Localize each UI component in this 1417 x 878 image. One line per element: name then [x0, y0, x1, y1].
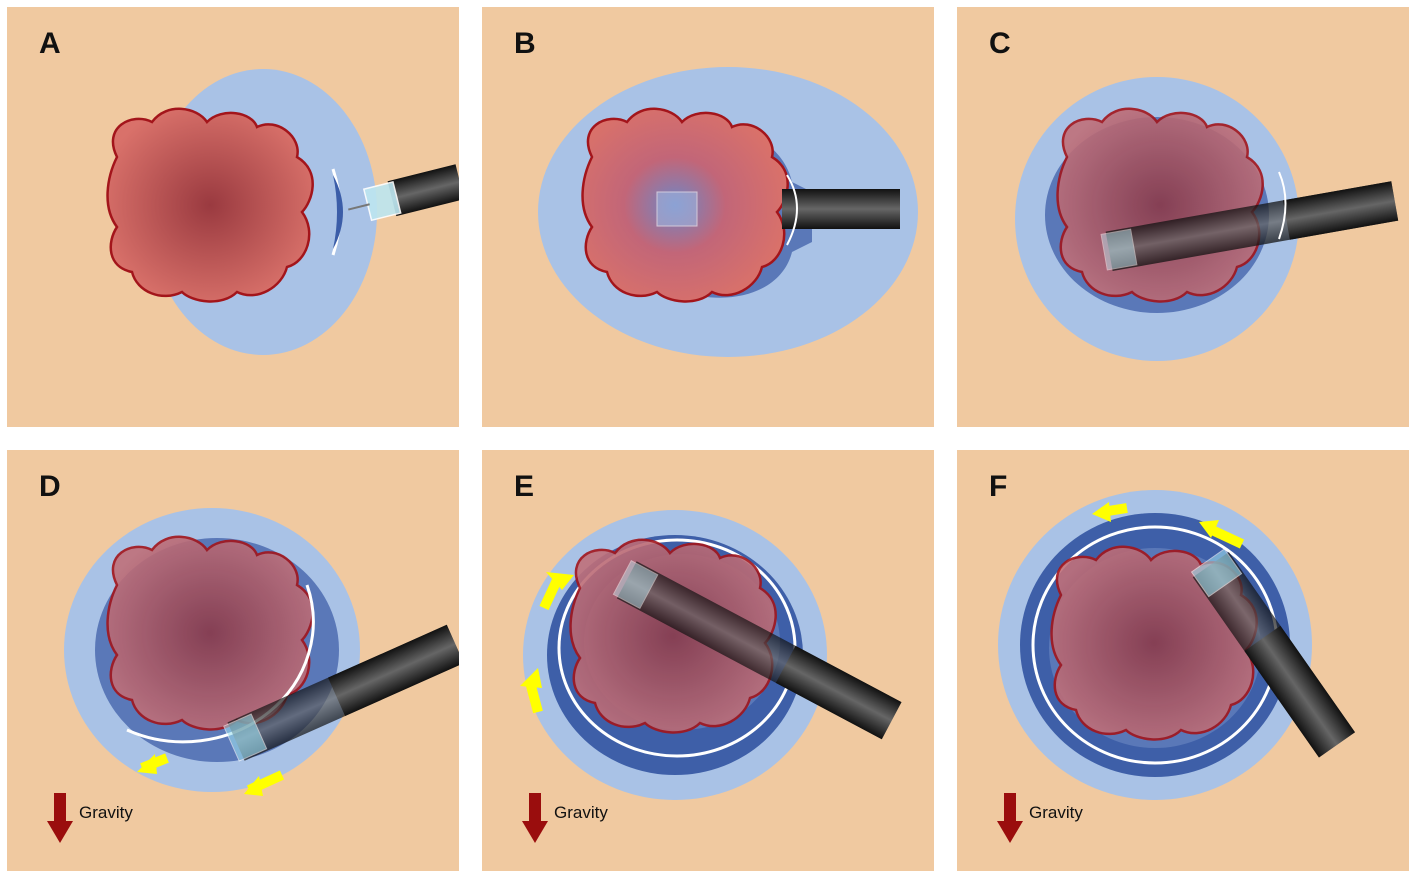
panel-c-illustration [1015, 77, 1399, 361]
gravity-indicator: Gravity [995, 793, 1155, 845]
gravity-arrow-icon [522, 793, 548, 843]
yellow-arrow [1209, 525, 1245, 549]
panel-b-illustration [538, 67, 918, 357]
endoscope [223, 624, 459, 762]
endoscope [348, 164, 459, 222]
panel-e-illustration [520, 510, 902, 800]
hood-rim [1278, 171, 1287, 240]
yellow-arrow [539, 575, 563, 611]
panel-label: B [514, 27, 536, 60]
panel-a: A [7, 7, 459, 427]
gravity-label: Gravity [1029, 803, 1083, 822]
panel-d: D Gravity [7, 450, 459, 871]
panel-f-illustration [998, 490, 1356, 800]
panel-label: C [989, 27, 1011, 60]
panel-d-illustration [64, 508, 459, 796]
panel-b: B [482, 7, 934, 427]
panel-e: E Gravity [482, 450, 934, 871]
panel-label: E [514, 470, 535, 503]
yellow-arrowhead [137, 754, 157, 774]
yellow-arrowhead [1199, 520, 1219, 538]
panel-label: F [989, 470, 1008, 503]
panel-a-illustration [106, 69, 459, 355]
tumor [1056, 107, 1264, 303]
gravity-indicator: Gravity [45, 793, 205, 845]
gravity-label: Gravity [554, 803, 608, 822]
hood-inner [333, 175, 343, 249]
gravity-indicator: Gravity [520, 793, 680, 845]
yellow-arrowhead [1092, 502, 1111, 522]
hood-tip [656, 191, 698, 227]
yellow-arrowhead [520, 668, 542, 688]
panel-f: F Gravity [957, 450, 1409, 871]
endoscope [1190, 548, 1356, 758]
gravity-label: Gravity [79, 803, 133, 822]
panel-label: D [39, 470, 61, 503]
tumor [106, 535, 314, 731]
yellow-arrowhead [546, 572, 574, 590]
endoscope [612, 560, 902, 740]
gravity-arrow-icon [47, 793, 73, 843]
endoscope [1100, 181, 1399, 272]
panel-label: A [39, 27, 61, 60]
yellow-arrowhead [244, 776, 263, 796]
hood-rim [786, 174, 798, 246]
gravity-arrow-icon [997, 793, 1023, 843]
panel-c: C [957, 7, 1409, 427]
tumor [106, 107, 314, 303]
endoscope [782, 189, 900, 229]
